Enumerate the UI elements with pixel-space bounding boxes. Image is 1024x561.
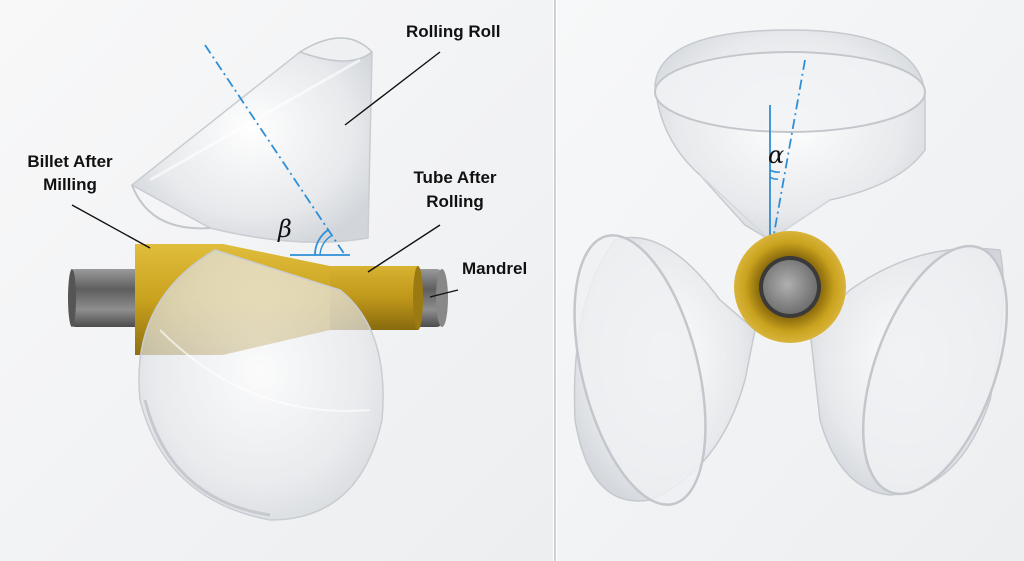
- tube-label-line1: Tube After: [413, 168, 496, 187]
- lower-rolling-roll: [138, 249, 384, 521]
- billet-leader: [71, 204, 151, 249]
- alpha-axis: [769, 59, 806, 246]
- mandrel-leader: [429, 289, 459, 298]
- alpha-symbol: α: [768, 141, 784, 169]
- right-lower-right-roll: [809, 244, 1009, 496]
- billet-label-line1: Billet After: [27, 152, 113, 171]
- tube-leader: [367, 224, 441, 273]
- billet-label-line2: Milling: [43, 175, 97, 194]
- beta-symbol: β: [277, 215, 292, 243]
- mandrel-label: Mandrel: [462, 259, 527, 278]
- tube-label-line2: Rolling: [426, 192, 484, 211]
- upper-rolling-roll: [130, 37, 374, 243]
- tube-cross-section: [734, 231, 846, 343]
- rolling-roll-leader: [344, 51, 441, 126]
- beta-axis: [204, 44, 350, 256]
- rolling-roll-label: Rolling Roll: [406, 22, 500, 41]
- right-lower-left-roll: [573, 234, 756, 506]
